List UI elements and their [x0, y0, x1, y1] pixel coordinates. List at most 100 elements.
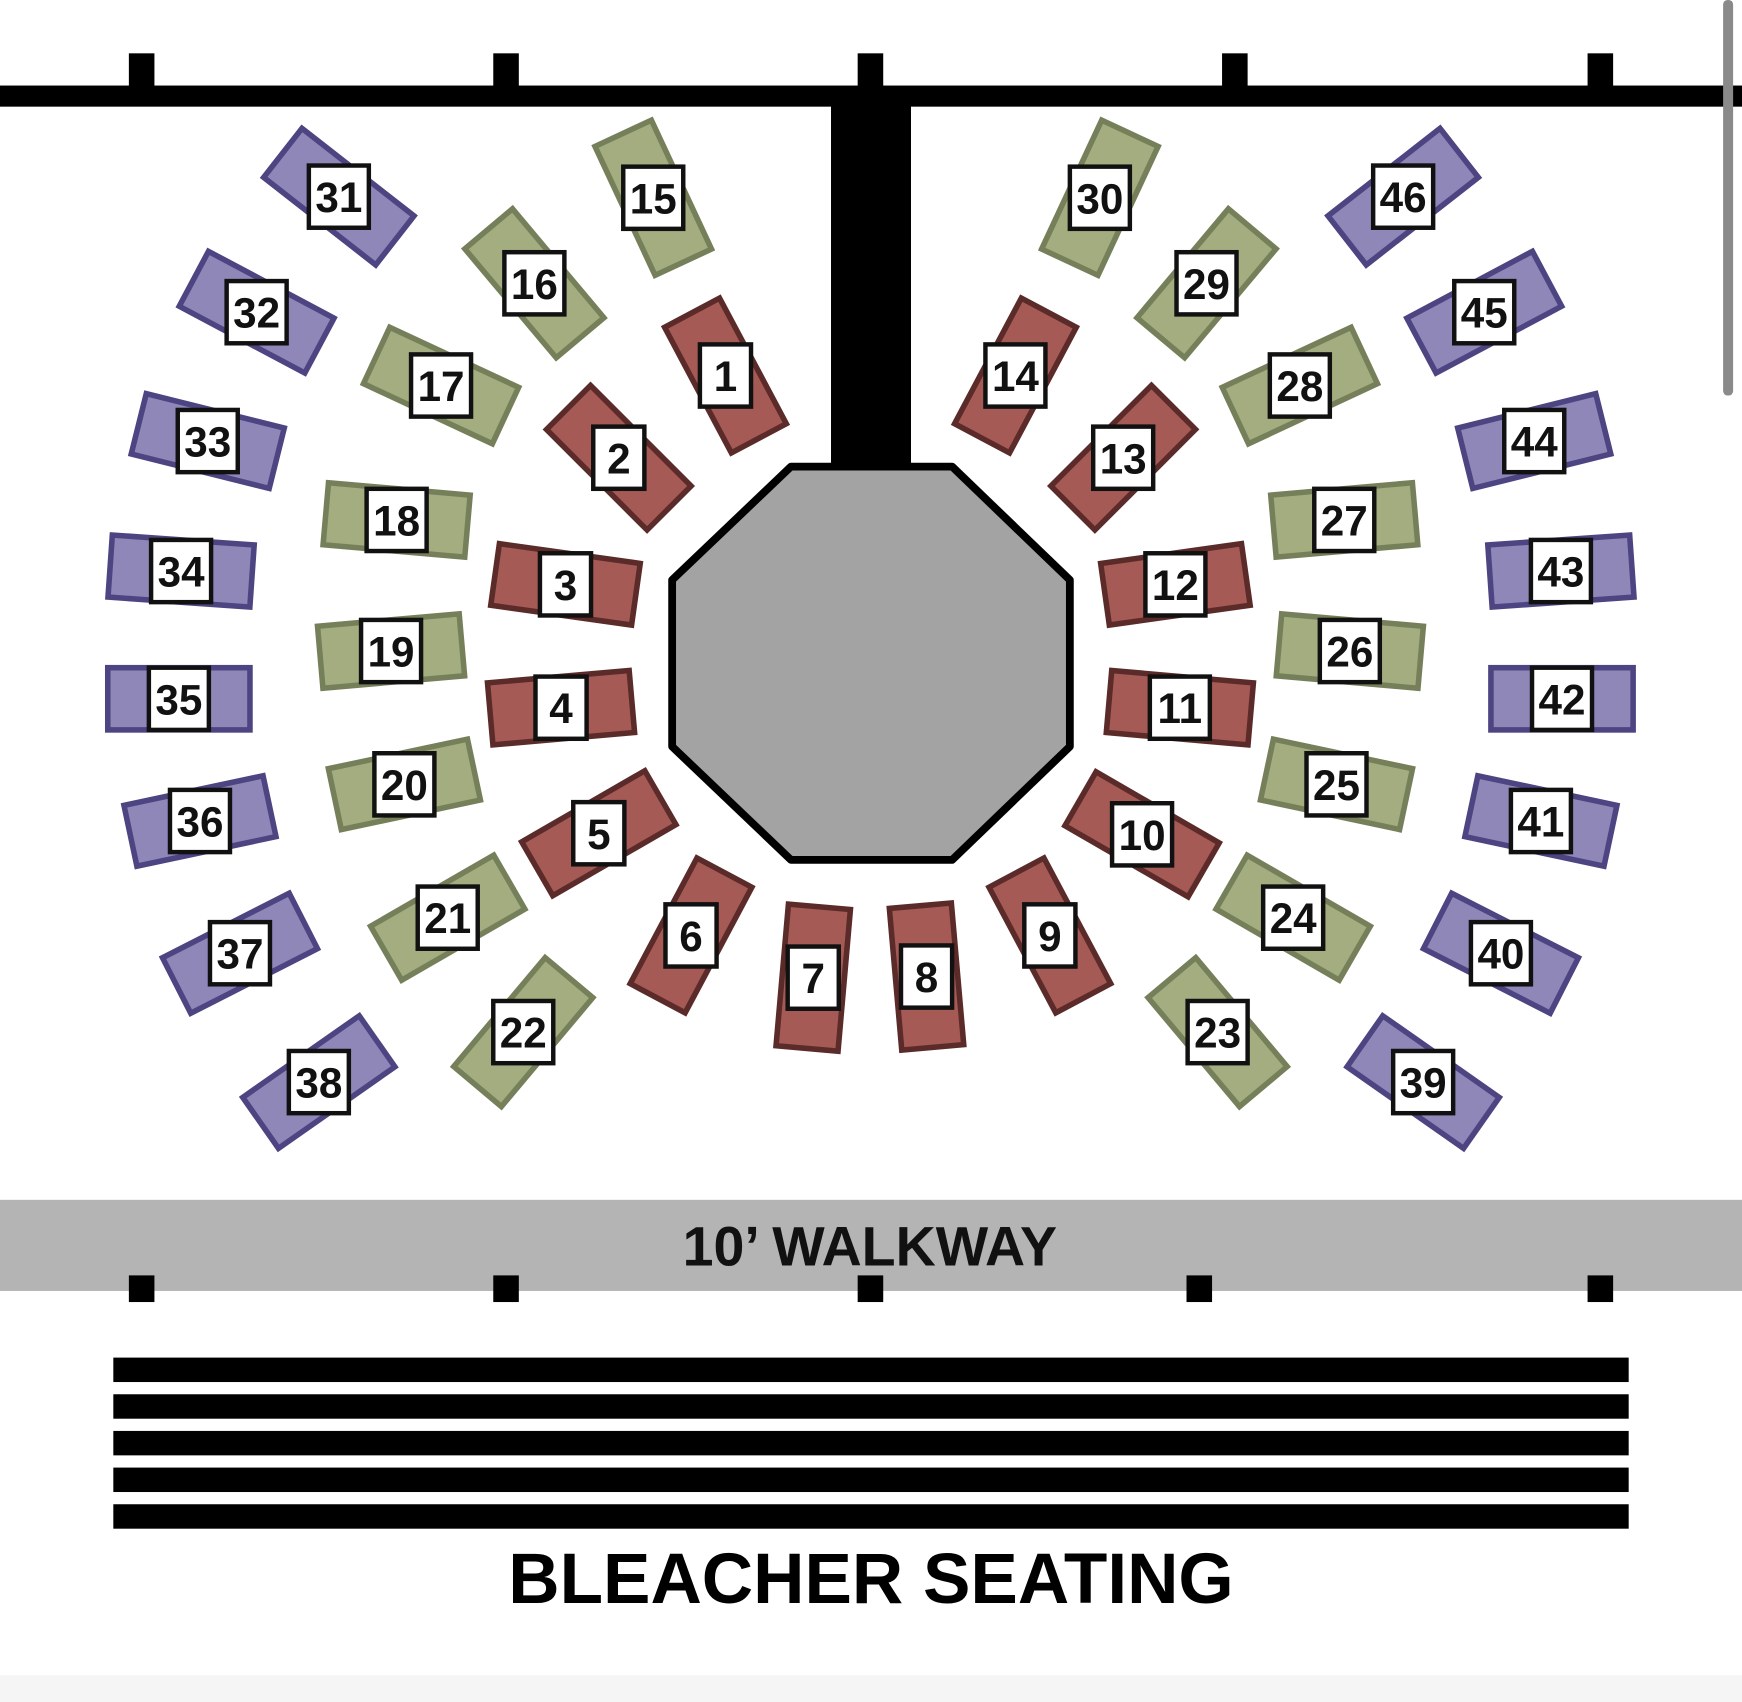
table-23[interactable]: 23: [1144, 953, 1292, 1111]
table-14[interactable]: 14: [950, 294, 1081, 457]
table-27[interactable]: 27: [1267, 479, 1421, 561]
table-number: 11: [1158, 685, 1203, 732]
table-number: 24: [1270, 895, 1317, 942]
table-number-box: [1304, 751, 1369, 818]
table-number: 15: [630, 175, 677, 222]
table-2[interactable]: 2: [542, 381, 696, 534]
scrollbar[interactable]: [1723, 0, 1734, 396]
table-37[interactable]: 37: [158, 889, 322, 1017]
table-number: 16: [511, 261, 558, 308]
table-15[interactable]: 15: [591, 116, 716, 280]
table-33[interactable]: 33: [127, 390, 288, 492]
table-number: 22: [500, 1010, 547, 1057]
table-12[interactable]: 12: [1097, 540, 1254, 629]
table-number: 12: [1152, 562, 1199, 609]
table-number-box: [1174, 249, 1239, 317]
table-46[interactable]: 46: [1324, 124, 1483, 269]
table-36[interactable]: 36: [120, 772, 280, 870]
table-number-box: [533, 674, 589, 742]
table-8[interactable]: 8: [886, 899, 967, 1054]
table-number-box: [1185, 998, 1250, 1066]
table-30[interactable]: 30: [1037, 116, 1162, 280]
table-4[interactable]: 4: [484, 667, 638, 748]
table-number: 29: [1183, 261, 1230, 308]
table-40[interactable]: 40: [1419, 889, 1583, 1017]
octagon-cage: [668, 462, 1074, 864]
table-number-box: [785, 944, 842, 1011]
table-number: 14: [992, 353, 1039, 400]
table-number: 23: [1194, 1010, 1241, 1057]
table-7[interactable]: 7: [773, 901, 854, 1055]
table-number: 20: [381, 762, 428, 809]
table-number: 21: [424, 895, 471, 942]
table-number-box: [537, 551, 594, 618]
bottom-strip: [0, 1675, 1742, 1702]
table-1[interactable]: 1: [660, 294, 791, 457]
table-6[interactable]: 6: [626, 854, 756, 1017]
table-34[interactable]: 34: [105, 532, 258, 610]
table-18[interactable]: 18: [320, 479, 474, 561]
table-number-box: [1312, 486, 1377, 554]
table-number: 28: [1276, 363, 1323, 410]
table-number: 4: [549, 685, 573, 732]
table-number: 27: [1321, 497, 1368, 544]
table-44[interactable]: 44: [1454, 390, 1615, 492]
table-number-box: [663, 902, 719, 969]
table-number: 34: [158, 549, 205, 596]
table-number: 13: [1100, 435, 1147, 482]
table-11[interactable]: 11: [1103, 667, 1257, 748]
table-number-box: [983, 342, 1048, 409]
table-25[interactable]: 25: [1257, 735, 1416, 833]
table-number: 37: [216, 931, 263, 978]
table-number-box: [1267, 352, 1333, 419]
table-42[interactable]: 42: [1488, 664, 1636, 733]
table-number-box: [1370, 163, 1436, 230]
table-number: 36: [176, 799, 223, 846]
table-22[interactable]: 22: [449, 953, 597, 1111]
table-26[interactable]: 26: [1273, 610, 1427, 692]
table-number: 44: [1511, 419, 1558, 466]
table-45[interactable]: 45: [1403, 247, 1566, 377]
table-10[interactable]: 10: [1061, 768, 1224, 901]
table-17[interactable]: 17: [359, 323, 523, 448]
table-9[interactable]: 9: [985, 854, 1115, 1017]
table-19[interactable]: 19: [314, 610, 468, 692]
table-38[interactable]: 38: [238, 1011, 399, 1153]
walkway-label: 10’ WALKWAY: [683, 1215, 1057, 1277]
table-number-box: [697, 342, 754, 409]
table-number-box: [286, 1048, 352, 1116]
table-41[interactable]: 41: [1461, 772, 1621, 870]
table-28[interactable]: 28: [1218, 323, 1382, 448]
table-number-box: [1317, 617, 1383, 685]
table-43[interactable]: 43: [1484, 532, 1637, 610]
table-16[interactable]: 16: [460, 204, 608, 362]
table-20[interactable]: 20: [325, 735, 484, 833]
table-number-box: [1452, 278, 1517, 346]
table-number-box: [148, 537, 214, 605]
table-number: 41: [1517, 799, 1564, 846]
table-number: 3: [554, 562, 577, 609]
table-number-box: [415, 884, 480, 951]
table-21[interactable]: 21: [366, 851, 529, 984]
top-posts: [128, 53, 1614, 89]
table-number-box: [621, 164, 686, 232]
table-5[interactable]: 5: [517, 766, 680, 900]
table-number-box: [364, 486, 429, 554]
table-13[interactable]: 13: [1046, 381, 1200, 534]
table-number: 31: [315, 174, 362, 221]
table-35[interactable]: 35: [104, 664, 253, 733]
bleacher-rows: [113, 1357, 1629, 1529]
table-3[interactable]: 3: [487, 540, 644, 629]
table-24[interactable]: 24: [1212, 851, 1375, 984]
walkway-posts: [128, 1275, 1614, 1303]
table-32[interactable]: 32: [175, 247, 338, 377]
table-number: 17: [418, 363, 465, 410]
table-number: 5: [587, 811, 610, 858]
table-31[interactable]: 31: [259, 124, 418, 269]
table-number-box: [898, 943, 955, 1010]
table-number-box: [1260, 884, 1326, 951]
table-39[interactable]: 39: [1343, 1011, 1504, 1153]
table-number: 1: [714, 353, 737, 400]
table-29[interactable]: 29: [1133, 204, 1280, 362]
